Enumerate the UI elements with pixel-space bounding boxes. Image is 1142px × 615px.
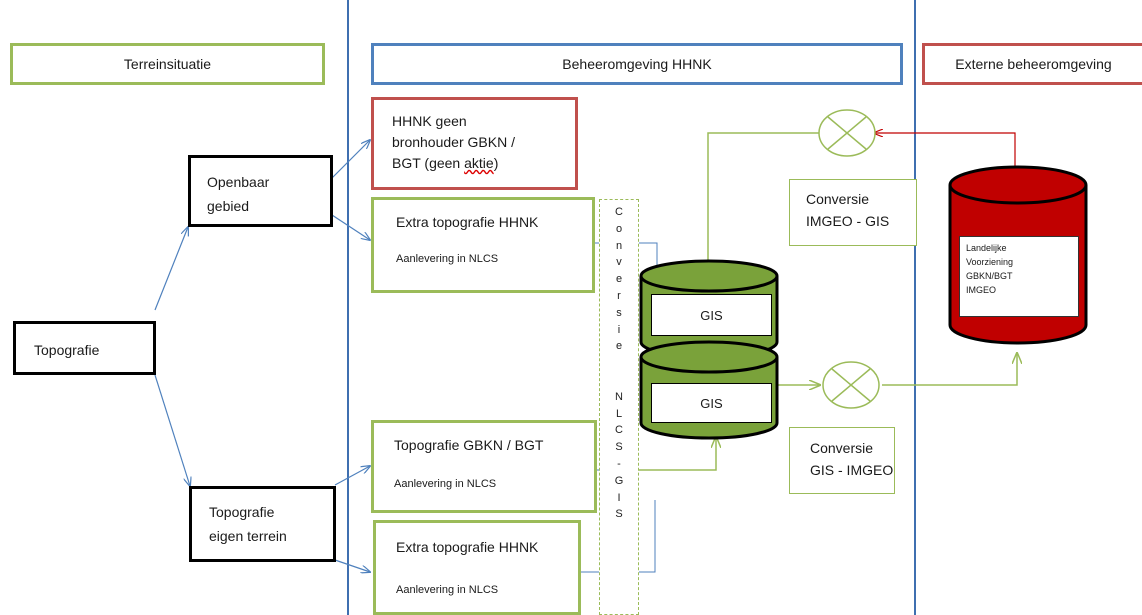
lane-header-terrain-label: Terreinsituatie [123,56,212,72]
arrow-eigen-extra2 [334,559,370,572]
lane-divider-left [347,0,349,615]
hhnk-geen-line1: HHNK geen [392,113,467,129]
conv-char: S [615,441,623,454]
lane-header-external: Externe beheeromgeving [922,43,1142,85]
circle-x-icon [822,361,880,409]
conversion-nlcs-gis-column: C o n v e r s i e N L C S - G I S [599,199,639,615]
arrow-topografie-eigen [154,374,190,486]
box-conversie-imgeo-gis: Conversie IMGEO - GIS [789,179,917,246]
conv-char: G [614,474,624,487]
node-eigen-line1: Topografie [209,504,275,520]
conv-char: C [615,424,623,437]
arrow-conversion-gis [638,437,716,471]
lv-line3: GBKN/BGT [966,271,1013,281]
hhnk-geen-line3-text: BGT (geen [392,155,465,171]
box-topografie-gbkn-bgt: Topografie GBKN / BGT Aanlevering in NLC… [371,420,597,513]
node-topografie-eigen-terrein: Topografie eigen terrein [189,486,336,562]
box-hhnk-geen-bronhouder: HHNK geen bronhouder GBKN / BGT (geen ak… [371,97,578,190]
extra1-sub: Aanlevering in NLCS [396,253,499,265]
hhnk-geen-tail: ) [493,155,499,171]
arrow-merge-to-landelijke [882,353,1017,386]
node-eigen-line2: eigen terrein [209,528,287,544]
gis-label-bottom: GIS [651,383,772,423]
conv-char: i [617,323,621,336]
arrow-openbaar-hhnk [331,140,370,179]
hhnk-geen-line3: BGT (geen aktie) [392,153,575,174]
node-openbaar-gebied: Openbaar gebied [188,155,333,227]
lv-line4: IMGEO [966,285,997,295]
conv-char: I [617,491,621,504]
arrow-openbaar-extra [331,214,370,240]
lane-divider-right [914,0,916,615]
landelijke-voorziening-label: Landelijke Voorziening GBKN/BGT IMGEO [959,236,1079,317]
extra2-title: Extra topografie HHNK [396,539,539,555]
extra1-title: Extra topografie HHNK [396,214,539,230]
extra2-sub: Aanlevering in NLCS [396,584,499,596]
arrow-imgeo-to-gis [708,132,820,276]
conv-char: e [615,340,623,353]
lane-header-management-label: Beheeromgeving HHNK [562,56,712,72]
lv-line2: Voorziening [966,257,1014,267]
box-extra-topografie-1: Extra topografie HHNK Aanlevering in NLC… [371,197,595,293]
gbkn-sub: Aanlevering in NLCS [394,478,497,490]
conv-char: L [615,407,623,420]
conv-char: C [615,206,623,218]
conversie-gis-line2: GIS - IMGEO [810,462,894,478]
conversie-gis-line1: Conversie [810,440,874,456]
conv-char: v [616,256,622,269]
arrow-topografie-openbaar [154,227,188,311]
arrow-eigen-gbkn [334,466,370,486]
conv-char: N [615,390,623,403]
gis-label-top-text: GIS [700,307,723,323]
lane-header-terrain: Terreinsituatie [10,43,325,85]
node-openbaar-line2: gebied [207,198,250,214]
box-conversie-gis-imgeo: Conversie GIS - IMGEO [789,427,895,494]
conv-char: S [615,508,623,521]
lane-header-external-label: Externe beheeromgeving [955,56,1112,72]
lane-header-management: Beheeromgeving HHNK [371,43,903,85]
node-topografie: Topografie [13,321,156,375]
node-openbaar-line1: Openbaar [207,174,270,190]
conv-char: s [616,306,622,319]
gis-label-top: GIS [651,294,772,336]
hhnk-geen-underlined: aktie [464,155,494,171]
circle-x-icon [818,109,876,157]
lv-line1: Landelijke [966,243,1007,253]
hhnk-geen-line2: bronhouder GBKN / [392,134,515,150]
box-extra-topografie-2: Extra topografie HHNK Aanlevering in NLC… [373,520,581,615]
conversie-imgeo-line1: Conversie [806,191,870,207]
conv-char: n [615,239,623,252]
conversie-imgeo-line2: IMGEO - GIS [806,213,890,229]
gbkn-title: Topografie GBKN / BGT [394,437,544,453]
conv-char: o [615,222,623,235]
gis-label-bottom-text: GIS [700,395,723,411]
node-topografie-label: Topografie [34,342,100,358]
conv-char: e [615,273,623,286]
conv-char: - [617,457,621,470]
conv-char: r [617,289,621,302]
